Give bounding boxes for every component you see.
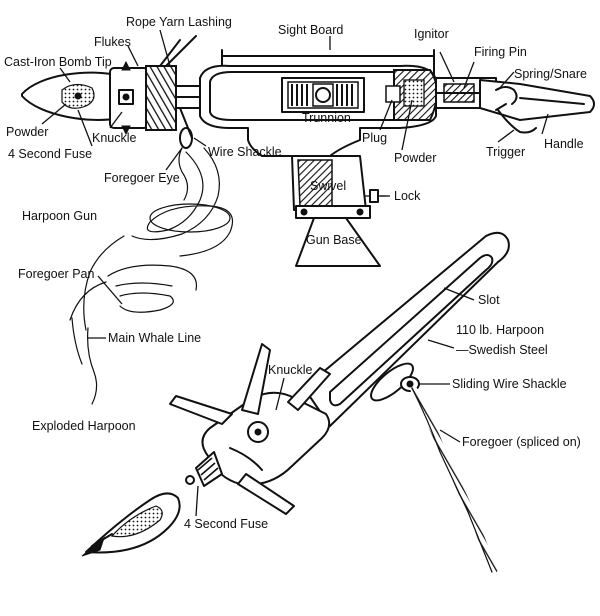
label-rope-yarn-lashing: Rope Yarn Lashing bbox=[126, 15, 232, 29]
label-main-whale-line: Main Whale Line bbox=[108, 331, 201, 345]
label-firing-pin: Firing Pin bbox=[474, 45, 527, 59]
label-powder-right: Powder bbox=[394, 151, 436, 165]
label-harpoon-gun: Harpoon Gun bbox=[22, 209, 97, 223]
gun-barrel bbox=[199, 64, 437, 157]
threaded-fuse-nose bbox=[185, 451, 223, 487]
label-wire-shackle: Wire Shackle bbox=[208, 145, 282, 159]
label-four-second-fuse-bottom: 4 Second Fuse bbox=[184, 517, 268, 531]
harpoon-flukes bbox=[169, 343, 331, 515]
foregoer-coil bbox=[83, 147, 234, 331]
label-lock: Lock bbox=[394, 189, 421, 203]
exploded-harpoon-illustration bbox=[81, 231, 510, 574]
gun-base bbox=[291, 155, 387, 267]
label-sliding-wire-shackle: Sliding Wire Shackle bbox=[452, 377, 567, 391]
label-knuckle-bottom: Knuckle bbox=[268, 363, 313, 377]
foregoer-spliced-rope bbox=[410, 386, 498, 574]
labels: Cast-Iron Bomb Tip Flukes Rope Yarn Lash… bbox=[4, 15, 587, 531]
bomb-tip bbox=[21, 71, 121, 121]
label-powder-left: Powder bbox=[6, 125, 48, 139]
foregoer-pan bbox=[69, 264, 198, 321]
label-exploded-harpoon: Exploded Harpoon bbox=[32, 419, 136, 433]
gun-handle bbox=[479, 79, 595, 121]
trigger bbox=[495, 103, 537, 134]
flukes-and-knuckle bbox=[109, 60, 149, 136]
label-slot: Slot bbox=[478, 293, 500, 307]
wire-shackle-assembly bbox=[178, 107, 193, 201]
label-foregoer-eye: Foregoer Eye bbox=[104, 171, 180, 185]
label-plug: Plug bbox=[362, 131, 387, 145]
label-foregoer-spliced: Foregoer (spliced on) bbox=[462, 435, 581, 449]
label-ignitor: Ignitor bbox=[414, 27, 449, 41]
label-handle: Handle bbox=[544, 137, 584, 151]
harpoon-gun-illustration bbox=[21, 35, 595, 405]
powder-chamber bbox=[385, 69, 438, 121]
label-swivel: Swivel bbox=[310, 179, 346, 193]
main-whale-line bbox=[71, 317, 98, 405]
label-flukes: Flukes bbox=[94, 35, 131, 49]
label-four-second-fuse-top: 4 Second Fuse bbox=[8, 147, 92, 161]
label-knuckle-top: Knuckle bbox=[92, 131, 137, 145]
rope-yarn-lashing bbox=[145, 35, 197, 131]
label-trigger: Trigger bbox=[486, 145, 525, 159]
label-sight-board: Sight Board bbox=[278, 23, 343, 37]
exploded-bomb-tip bbox=[81, 492, 181, 557]
label-cast-iron-bomb-tip: Cast-Iron Bomb Tip bbox=[4, 55, 112, 69]
label-harpoon-material: —Swedish Steel bbox=[456, 343, 548, 357]
harpoon-head-knuckle bbox=[201, 391, 331, 486]
label-gun-base: Gun Base bbox=[306, 233, 362, 247]
label-harpoon-weight: 110 lb. Harpoon bbox=[456, 323, 544, 337]
harpoon-shaft-slotted bbox=[303, 231, 510, 427]
label-spring-snare: Spring/Snare bbox=[514, 67, 587, 81]
leader-lines bbox=[41, 29, 549, 517]
label-trunnion: Trunnion bbox=[302, 111, 351, 125]
label-foregoer-pan: Foregoer Pan bbox=[18, 267, 94, 281]
